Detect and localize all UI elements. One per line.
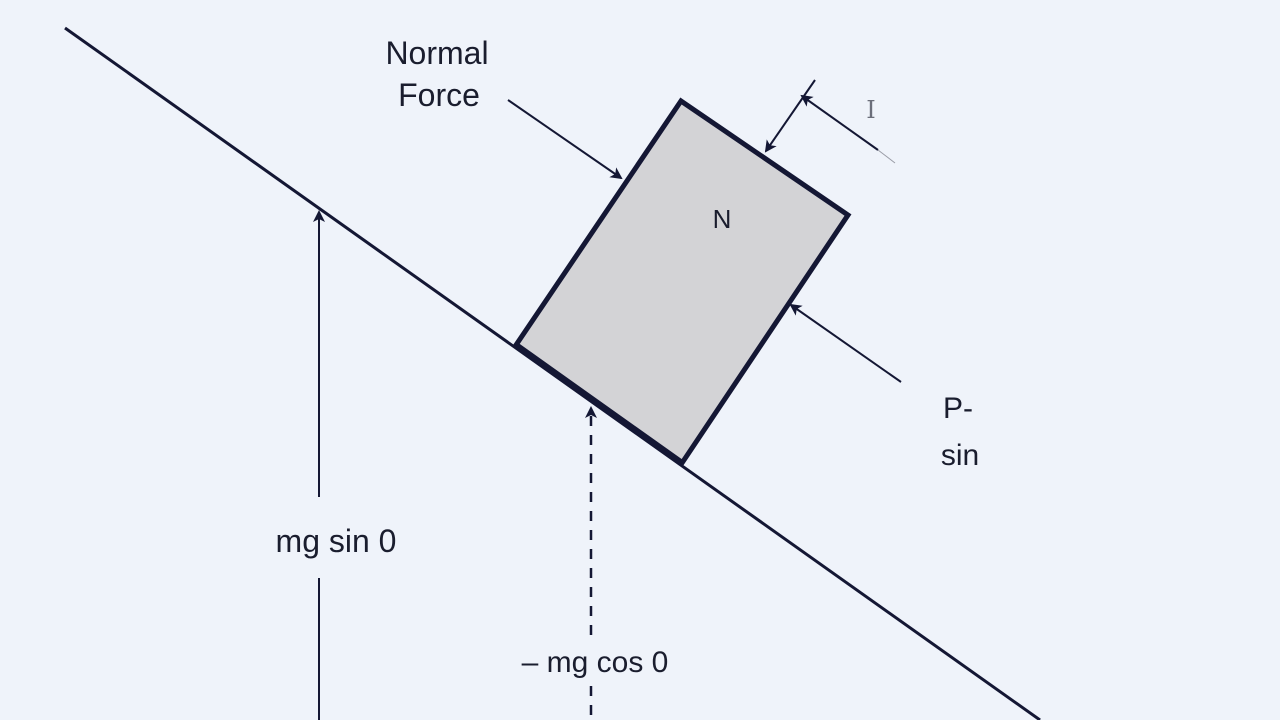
normal-force-label-line2: Force (398, 77, 480, 113)
normal-force-arrow (507, 99, 623, 180)
p-sin-label-line2: sin (941, 439, 979, 472)
dimension-arrow-inner (764, 79, 816, 153)
corner-mark-label: I (866, 96, 875, 124)
p-sin-arrow (789, 303, 902, 383)
normal-force-label-line1: Normal (385, 35, 488, 71)
block-contact-edge (514, 342, 684, 466)
mg-sin-label: mg sin 0 (276, 523, 397, 559)
block-label: N (713, 204, 732, 234)
dimension-arrow-outer (800, 94, 879, 151)
block (512, 97, 852, 467)
dimension-tick-line (877, 149, 896, 164)
mg-cos-label: – mg cos 0 (522, 646, 669, 679)
p-sin-label-line1: P- (943, 392, 973, 425)
